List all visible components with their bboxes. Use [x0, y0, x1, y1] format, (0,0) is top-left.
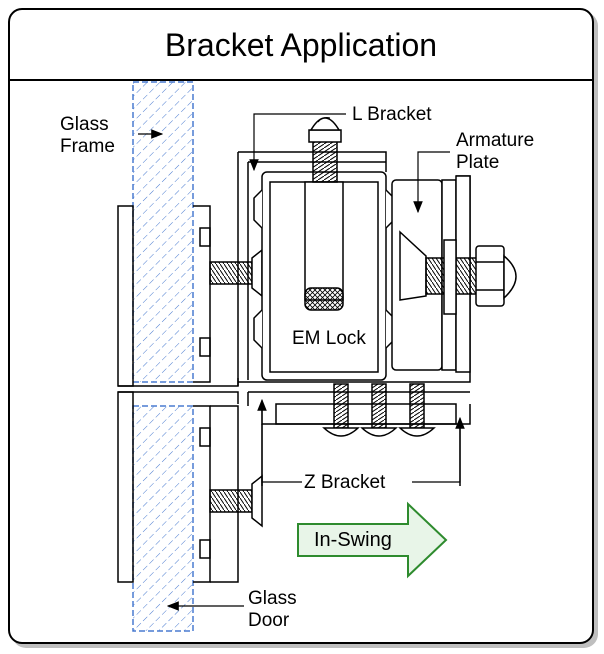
label-em-lock: EM Lock: [292, 328, 366, 349]
label-in-swing: In-Swing: [314, 529, 392, 551]
em-lock-body: [253, 171, 395, 381]
upper-frame-screw: [209, 248, 263, 298]
glass-frame-panel: [132, 81, 194, 383]
l-bracket-top-screw: [308, 117, 342, 183]
label-glass-frame: Glass Frame: [60, 114, 115, 157]
label-armature-plate: Armature Plate: [456, 130, 535, 173]
leader-lines: [138, 113, 465, 611]
label-l-bracket: L Bracket: [352, 104, 432, 125]
upper-glass-clamp: [117, 205, 239, 387]
armature-bolt: [425, 239, 517, 315]
lower-door-screw: [209, 474, 263, 528]
label-z-bracket: Z Bracket: [304, 472, 386, 493]
glass-door-panel: [132, 405, 194, 632]
armature-plate: [391, 175, 471, 373]
title-divider: [10, 79, 592, 81]
z-bracket-screws: [322, 383, 436, 437]
label-glass-door: Glass Door: [248, 588, 297, 631]
in-swing-arrow: [297, 501, 448, 579]
diagram-title: Bracket Application: [164, 27, 438, 63]
